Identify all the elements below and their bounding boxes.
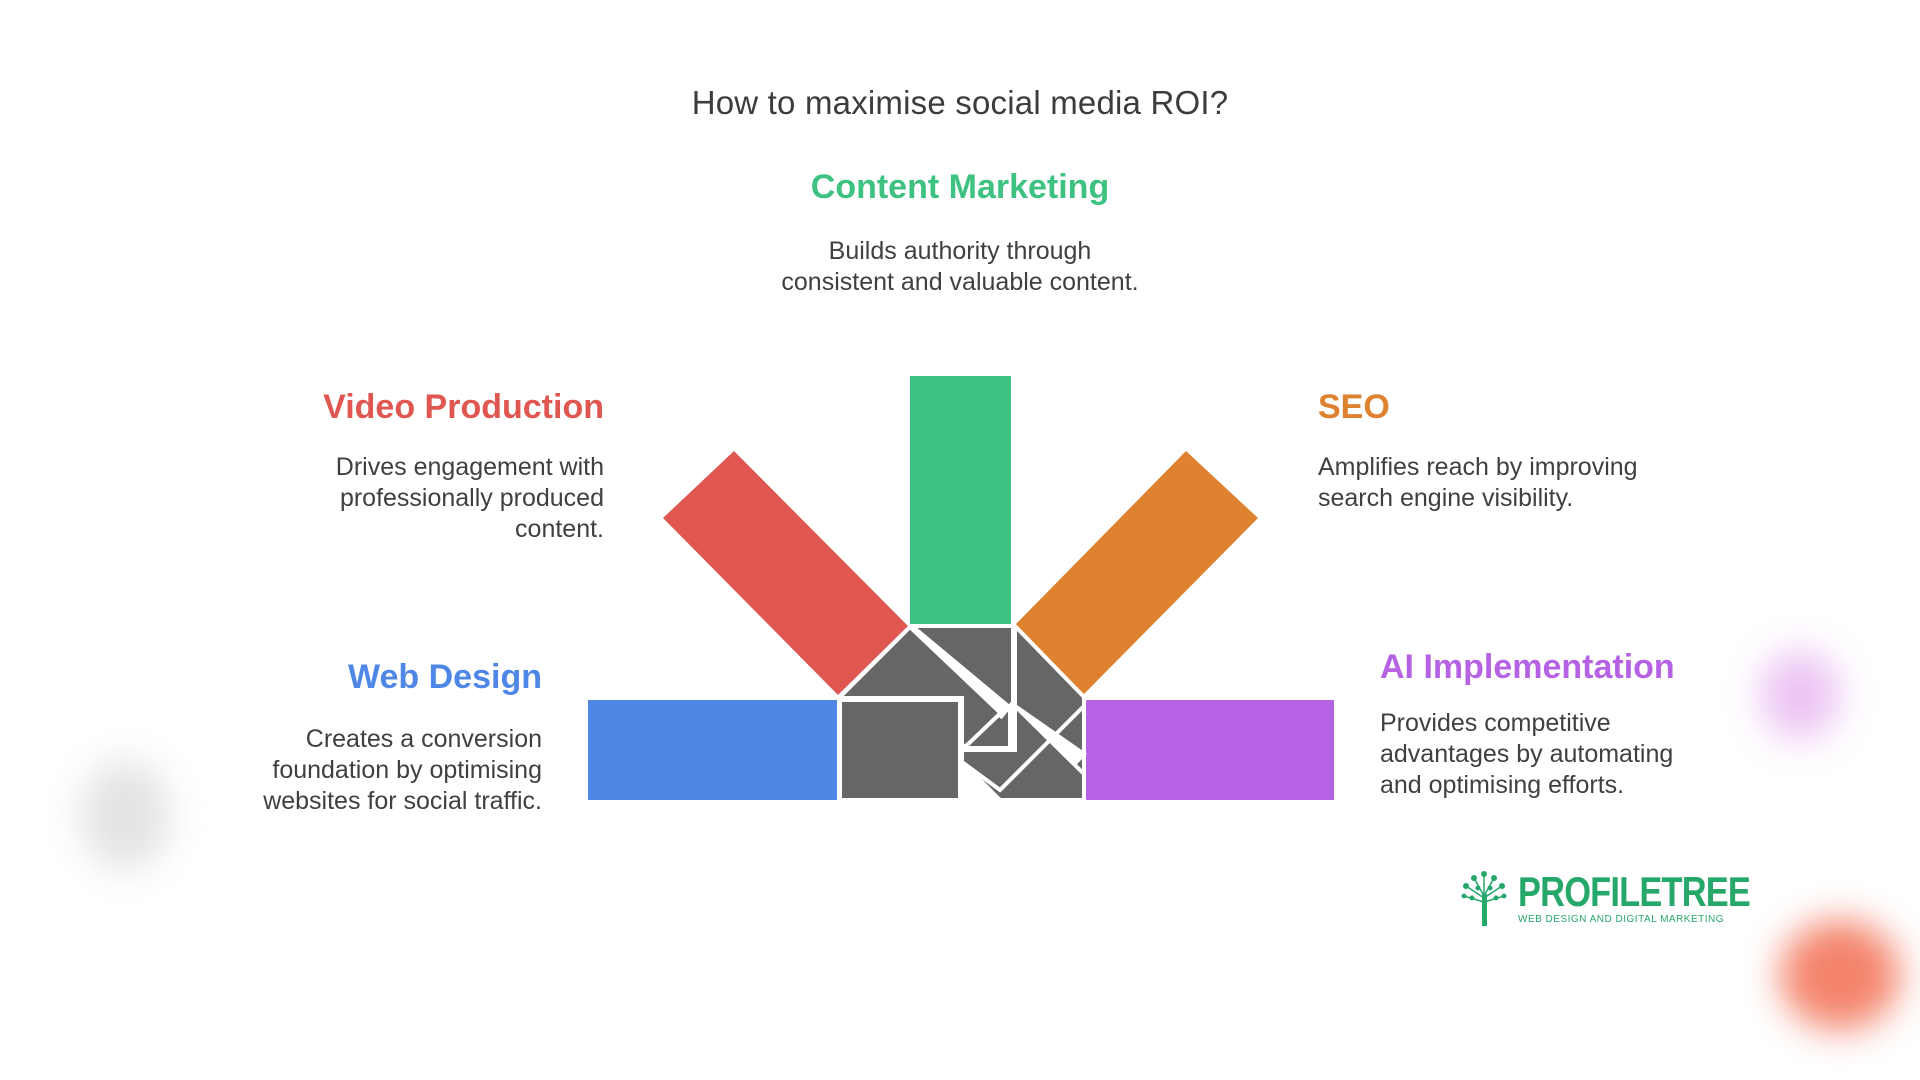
- web-design-heading: Web Design: [348, 658, 542, 696]
- web-design-bar: [588, 700, 837, 800]
- logo-tagline: WEB DESIGN AND DIGITAL MARKETING: [1518, 914, 1725, 925]
- logo-wordmark: PROFILETREE: [1518, 868, 1751, 915]
- core-piece-web: [838, 698, 962, 802]
- core-arrow-line-2: [960, 704, 1086, 793]
- profiletree-logo: PROFILETREE WEB DESIGN AND DIGITAL MARKE…: [1458, 868, 1751, 930]
- content-marketing-description: Builds authority through consistent and …: [781, 237, 1139, 296]
- video-production-description: Drives engagement with professionally pr…: [335, 453, 604, 543]
- edge-smudge-right-bottom: [1780, 920, 1900, 1030]
- content-marketing-bar: [910, 376, 1011, 624]
- diagram-core: [838, 621, 1088, 802]
- video-production-heading: Video Production: [323, 388, 604, 426]
- edge-smudge-right-top: [1760, 650, 1840, 740]
- tree-icon: [1461, 871, 1507, 926]
- content-marketing-heading: Content Marketing: [810, 168, 1110, 206]
- page-title: How to maximise social media ROI?: [691, 84, 1229, 121]
- core-arrow-line: [962, 700, 1012, 752]
- edge-smudge-left: [80, 760, 170, 870]
- seo-bar: [1014, 451, 1258, 694]
- ai-implementation-description: Provides competitive advantages by autom…: [1380, 709, 1674, 799]
- video-production-bar: [663, 451, 908, 695]
- seo-heading: SEO: [1318, 388, 1390, 426]
- ai-implementation-bar: [1086, 700, 1334, 800]
- web-design-description: Creates a conversion foundation by optim…: [263, 725, 542, 815]
- ai-implementation-heading: AI Implementation: [1380, 648, 1675, 686]
- seo-description: Amplifies reach by improving search engi…: [1318, 453, 1638, 512]
